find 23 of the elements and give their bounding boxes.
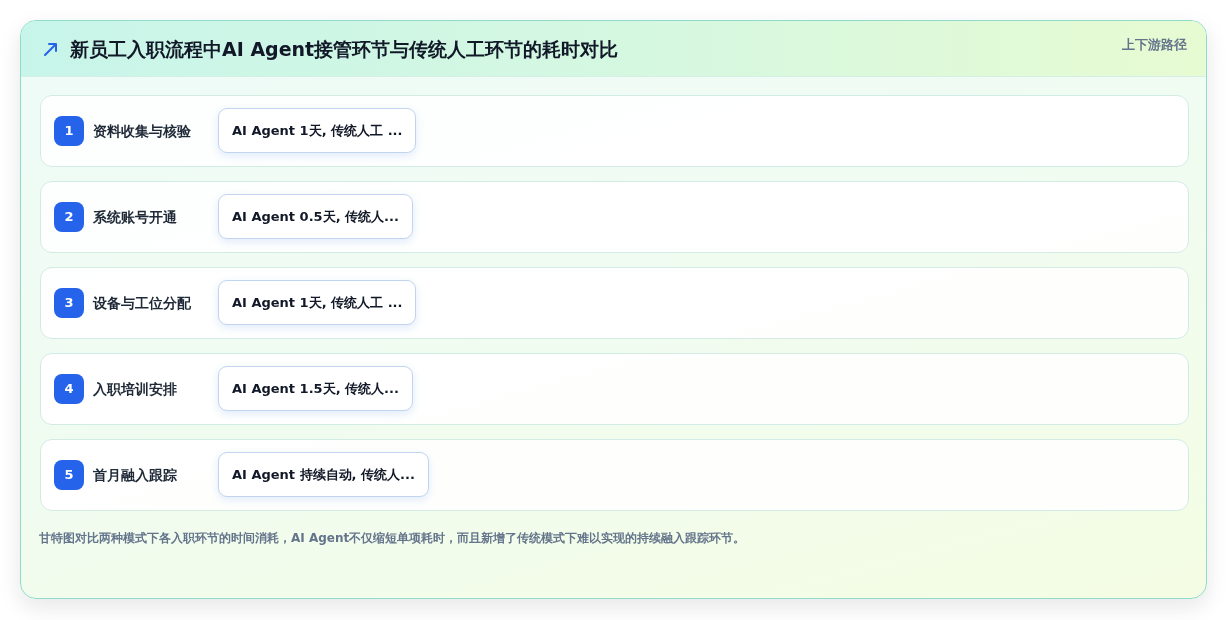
step-label: 首月融入跟踪: [93, 466, 177, 485]
step-number-badge: 1: [54, 116, 84, 146]
duration-tag: AI Agent 1天, 传统人工 ...: [218, 280, 417, 325]
step-label: 设备与工位分配: [93, 294, 191, 313]
step-label: 系统账号开通: [93, 208, 177, 227]
duration-tag: AI Agent 1天, 传统人工 ...: [218, 108, 417, 153]
step-label: 入职培训安排: [93, 380, 177, 399]
duration-tag: AI Agent 持续自动, 传统人...: [218, 452, 429, 497]
step-row: [40, 353, 1189, 425]
step-row: [40, 267, 1189, 339]
step-number-badge: 2: [54, 202, 84, 232]
step-row: [40, 95, 1189, 167]
step-number-badge: 4: [54, 374, 84, 404]
step-number-badge: 5: [54, 460, 84, 490]
caption-text: 甘特图对比两种模式下各入职环节的时间消耗，AI Agent不仅缩短单项耗时，而且新增了传统模式下难以实现的持续融入跟踪环节。: [39, 530, 746, 547]
step-number-badge: 3: [54, 288, 84, 318]
step-row: [40, 439, 1189, 511]
step-row: [40, 181, 1189, 253]
section-label: 上下游路径: [1122, 36, 1187, 54]
diagram-title: 新员工入职流程中AI Agent接管环节与传统人工环节的耗时对比: [70, 37, 619, 62]
duration-tag: AI Agent 1.5天, 传统人...: [218, 366, 413, 411]
duration-tag: AI Agent 0.5天, 传统人...: [218, 194, 413, 239]
step-label: 资料收集与核验: [93, 122, 191, 141]
